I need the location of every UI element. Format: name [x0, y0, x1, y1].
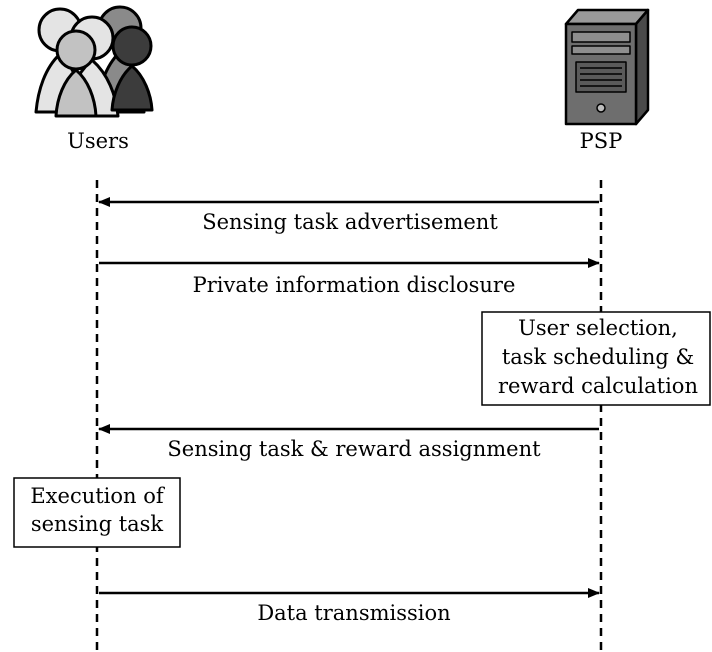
process-line: User selection, — [518, 316, 678, 340]
process-line: Execution of — [30, 484, 166, 508]
users-group-icon — [34, 5, 154, 118]
process-box-psp: User selection, task scheduling & reward… — [481, 311, 711, 406]
process-line: sensing task — [31, 512, 164, 536]
process-line: reward calculation — [498, 374, 698, 398]
process-box-users: Execution of sensing task — [13, 477, 181, 548]
person-icon — [110, 25, 154, 112]
message-label-transmission: Data transmission — [257, 601, 450, 625]
message-label-advertisement: Sensing task advertisement — [202, 210, 498, 234]
process-line: task scheduling & — [502, 345, 694, 369]
person-icon — [54, 29, 98, 118]
actor-label-psp: PSP — [580, 129, 623, 153]
actor-label-users: Users — [67, 129, 129, 153]
message-label-disclosure: Private information disclosure — [193, 273, 516, 297]
message-label-assignment: Sensing task & reward assignment — [167, 437, 541, 461]
server-tower-icon — [564, 8, 650, 126]
